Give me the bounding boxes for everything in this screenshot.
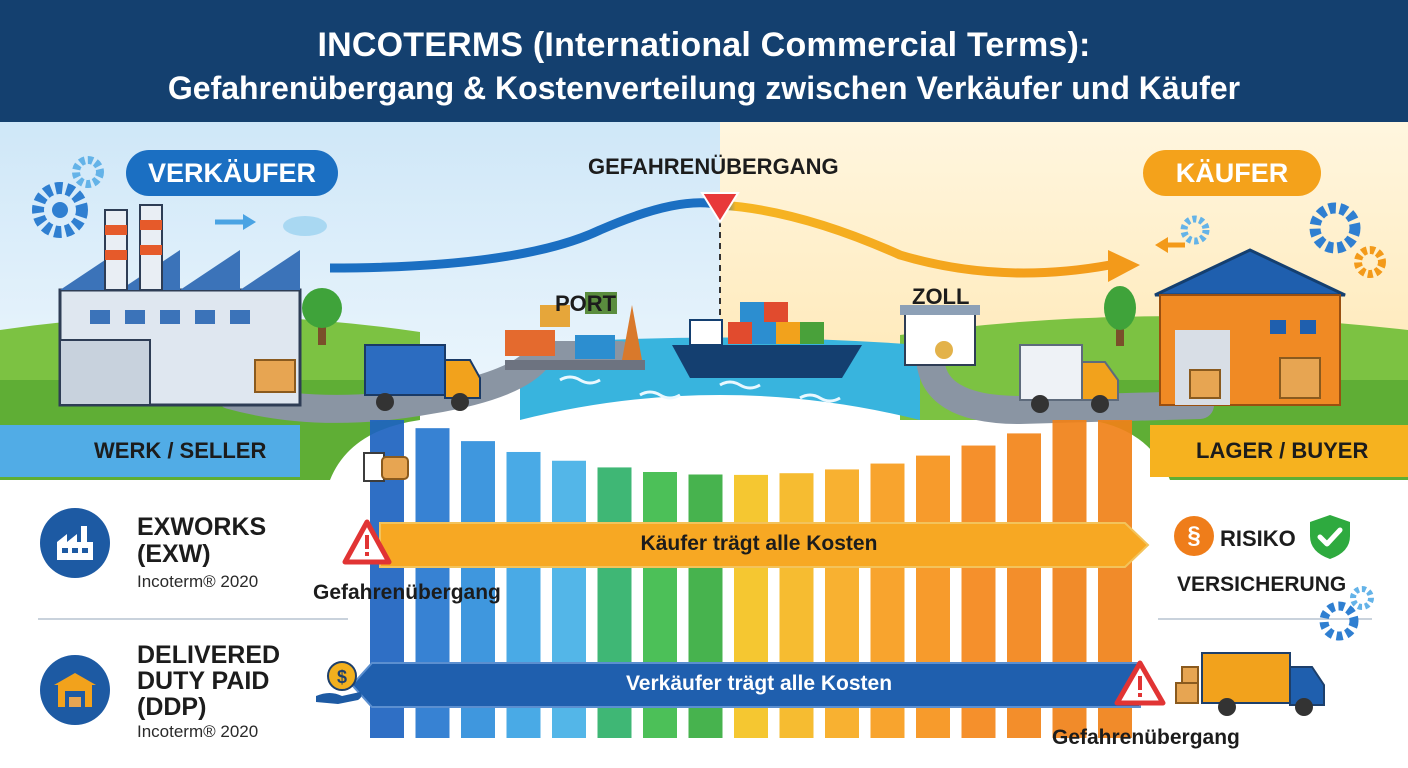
tree-icon [1104,286,1136,346]
seller-badge: VERKÄUFER [126,150,338,196]
ddp-title-line1: DELIVERED [137,641,281,669]
ship-icon [672,302,862,378]
exw-cost-label: Käufer trägt alle Kosten [640,532,878,555]
warehouse-icon [1154,248,1346,406]
factory-icon [58,204,302,407]
exw-risk-label: Gefahrenübergang [313,581,501,604]
ddp-risk-label: Gefahrenübergang [1052,726,1240,749]
section-divider [38,618,348,620]
buyer-location-band [1150,425,1408,477]
delivery-truck-icon [1175,652,1325,716]
ddp-cost-label: Verkäufer trägt alle Kosten [625,672,893,695]
seller-location-band [0,425,300,477]
gear-icon [1319,586,1374,641]
page-subtitle: Gefahrenübergang & Kostenverteilung zwis… [167,70,1241,106]
exw-subtitle: Incoterm® 2020 [137,572,259,591]
insurance-legend-label: VERSICHERUNG [1177,573,1347,596]
ddp-warehouse-icon [40,655,110,725]
paragraph-icon: § [1174,516,1214,556]
shield-check-icon [1310,515,1350,559]
gear-icon [1180,215,1210,245]
gear-icon [32,182,88,238]
seller-location-label: WERK / SELLER [94,438,267,463]
gear-icon [1354,246,1386,278]
gear-icon [72,156,104,188]
port-label: PORT [555,291,617,316]
tree-icon [302,288,342,345]
header-banner: INCOTERMS (International Commercial Term… [0,0,1408,122]
risk-transfer-label: GEFAHRENÜBERGANG [588,154,839,179]
delivery-truck-icon [1019,344,1119,413]
warning-triangle-icon [342,519,392,565]
risk-legend-label: RISIKO [1220,526,1296,551]
truck-icon [364,344,481,411]
ddp-subtitle: Incoterm® 2020 [137,722,259,741]
buyer-location-label: LAGER / BUYER [1196,438,1369,463]
exw-factory-icon [40,508,110,578]
money-hand-icon: $ [316,661,362,704]
page-title: INCOTERMS (International Commercial Term… [317,26,1091,64]
section-divider [1158,618,1372,620]
svg-text:$: $ [337,667,347,687]
ddp-title-line2: DUTY PAID [137,667,270,695]
exw-title-line1: EXWORKS [137,513,267,541]
port-icon [505,292,645,370]
exw-title-line2: (EXW) [137,540,211,568]
buyer-badge: KÄUFER [1143,150,1321,196]
warning-triangle-icon [1114,660,1166,706]
document-icon [363,452,409,482]
customs-booth-icon [900,305,980,366]
ddp-title-line3: (DDP) [137,693,207,721]
gear-icon [1309,202,1361,254]
customs-label: ZOLL [912,284,970,309]
